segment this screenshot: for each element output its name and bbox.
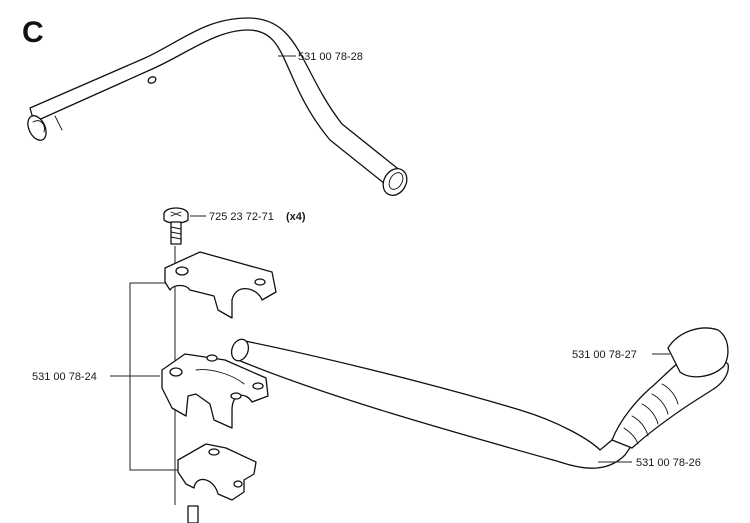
grip	[611, 327, 729, 449]
label-clamp-assembly: 531 00 78-24	[32, 371, 97, 383]
clamp-lower	[177, 443, 257, 501]
label-lower-handle: 531 00 78-26	[636, 457, 701, 469]
label-screw-number: 725 23 72-71	[209, 211, 274, 223]
clamp-middle	[161, 353, 269, 429]
screw	[163, 207, 189, 245]
label-screw-qty: (x4)	[286, 211, 306, 223]
lower-screw-stub	[187, 505, 199, 523]
label-grip: 531 00 78-27	[572, 349, 637, 361]
label-top-handle: 531 00 78-28	[298, 51, 363, 63]
section-letter: C	[22, 16, 44, 49]
top-handle-tube	[27, 17, 408, 196]
clamp-upper	[164, 251, 277, 319]
